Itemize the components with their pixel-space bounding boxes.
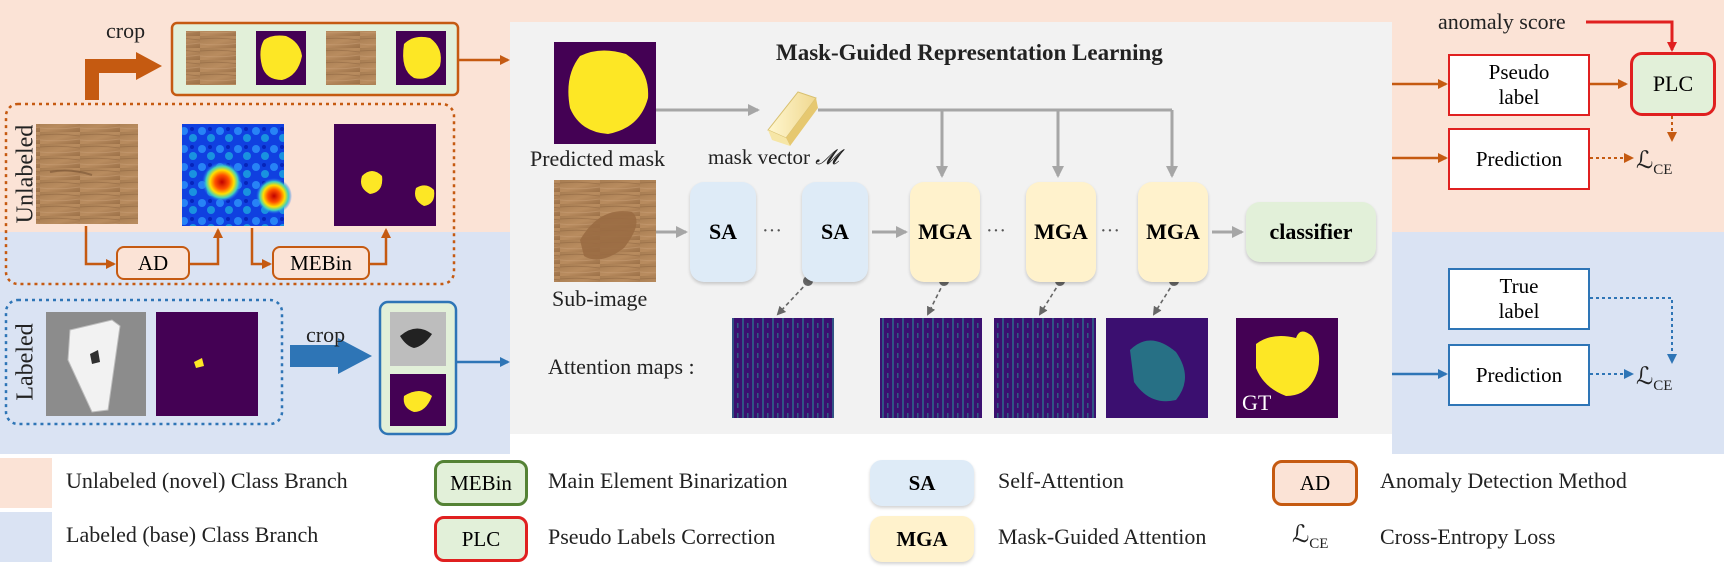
legend-ad-key-label: AD [1299,470,1331,495]
legend-sa-key-label: SA [908,470,936,495]
wood-crop-2 [326,31,376,85]
legend-plc-key: PLC [434,516,528,562]
mga-block-2-label: MGA [1034,219,1088,244]
mga-block-1-label: MGA [918,219,972,244]
legend-ce-symbol: ℒCE [1292,520,1328,553]
ce-loss-labeled: ℒCE [1636,362,1672,395]
legend-labeled-text: Labeled (base) Class Branch [66,522,319,547]
legend-mebin-key: MEBin [434,460,528,506]
ce-loss-unlabeled-sub: CE [1653,161,1673,178]
mask-vector-text: mask vector [708,145,811,169]
pseudo-label-text: Pseudo label [1488,59,1550,109]
legend-plc-desc: Pseudo Labels Correction [548,524,776,549]
legend-swatch-unlabeled [0,458,52,508]
legend-plc-key-label: PLC [461,526,501,551]
ellipsis-2: ··· [986,220,1006,242]
prediction-text-labeled: Prediction [1475,362,1563,387]
legend-swatch-labeled [0,512,52,562]
mebin-box: MEBin [272,246,370,280]
mask-vector-bar [767,91,818,146]
mga-block-3: MGA [1138,182,1208,282]
sa-block-1-label: SA [708,219,738,244]
prediction-box-labeled: Prediction [1448,344,1590,406]
crop-label-top: crop [106,18,146,43]
mebin-label: MEBin [290,250,352,275]
prediction-text-unlabeled: Prediction [1475,146,1563,171]
plc-box: PLC [1630,52,1716,116]
legend-ce-main: ℒ [1292,522,1310,548]
legend-mga-key-label: MGA [896,526,948,551]
labeled-mask-image [156,312,258,416]
wood-crop-1 [186,31,236,85]
ce-loss-labeled-sub: CE [1653,377,1673,394]
true-label-text: True label [1498,273,1540,323]
ce-loss-unlabeled-symbol: ℒ [1636,148,1654,174]
ad-box: AD [116,246,190,280]
attention-map-1 [732,318,834,418]
predicted-mask-label: Predicted mask [530,146,666,171]
ad-label: AD [137,250,169,275]
labeled-label: Labeled [12,323,39,401]
ce-loss-labeled-symbol: ℒ [1636,364,1654,390]
crop-arrow-bottom [338,338,372,374]
legend-unlabeled-text: Unlabeled (novel) Class Branch [66,468,348,493]
legend-sa-desc: Self-Attention [998,468,1124,493]
legend-ce-desc: Cross-Entropy Loss [1380,524,1556,549]
crop-arrow-top [85,59,138,100]
legend-sa-key: SA [870,460,974,506]
ellipsis-1: ··· [762,220,782,242]
sa-block-1: SA [690,182,756,282]
anomaly-score-label: anomaly score [1438,9,1566,34]
panel-title: Mask-Guided Representation Learning [776,40,1163,65]
legend-ad-key: AD [1272,460,1358,506]
unlabeled-box [4,102,456,286]
labeled-branch-region-right [1392,232,1724,454]
legend-mga-desc: Mask-Guided Attention [998,524,1207,549]
legend-mga-key: MGA [870,516,974,562]
ce-loss-unlabeled: ℒCE [1636,146,1672,179]
mask-symbol: 𝓜 [815,145,839,169]
crop-label-bottom: crop [306,322,346,347]
true-label-box: True label [1448,268,1590,330]
sub-image-label: Sub-image [552,286,648,311]
attention-map-3 [994,318,1096,418]
unlabeled-label: Unlabeled [12,124,39,224]
sa-block-2: SA [802,182,868,282]
classifier-label: classifier [1269,219,1353,244]
labeled-box [4,298,284,426]
mga-block-2: MGA [1026,182,1096,282]
mga-block-3-label: MGA [1146,219,1200,244]
mga-block-1: MGA [910,182,980,282]
plc-label: PLC [1652,71,1694,96]
gt-label: GT [1242,390,1272,415]
attention-maps-label: Attention maps : [548,354,695,379]
pseudo-label-box: Pseudo label [1448,54,1590,116]
ellipsis-3: ··· [1100,220,1120,242]
attention-map-2 [880,318,982,418]
classifier-block: classifier [1246,202,1376,262]
legend-mebin-key-label: MEBin [450,470,512,495]
legend-mebin-desc: Main Element Binarization [548,468,788,493]
legend-ad-desc: Anomaly Detection Method [1380,468,1627,493]
sa-block-2-label: SA [820,219,850,244]
legend-ce-sub: CE [1309,535,1329,552]
mask-vector-label: mask vector 𝓜 [708,145,839,170]
prediction-box-unlabeled: Prediction [1448,128,1590,190]
binary-mask-image [334,124,436,226]
